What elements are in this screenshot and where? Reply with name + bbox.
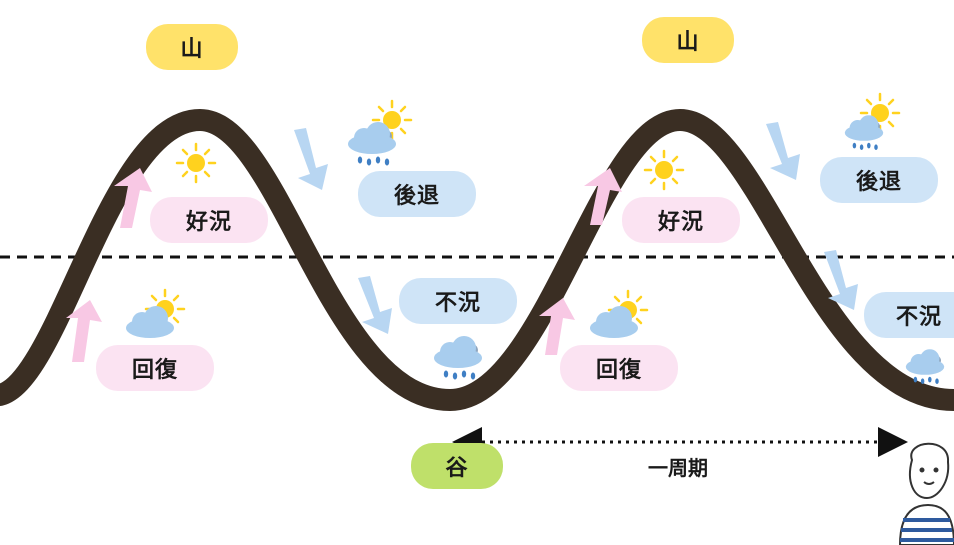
recession-label: 後退 bbox=[358, 171, 476, 217]
person-illustration bbox=[898, 442, 954, 545]
sun-rain-cloud-icon bbox=[844, 92, 901, 150]
cycle-label: 一周期 bbox=[648, 456, 708, 480]
recovery-label: 回復 bbox=[560, 345, 678, 391]
trough-label: 谷 bbox=[411, 443, 503, 489]
sun-rain-cloud-icon bbox=[348, 99, 413, 166]
boom-label: 好況 bbox=[150, 197, 268, 243]
recovery-label: 回復 bbox=[96, 345, 214, 391]
rising-arrow bbox=[66, 168, 622, 362]
recession-label: 後退 bbox=[820, 157, 938, 203]
depression-label: 不況 bbox=[399, 278, 517, 324]
peak-label: 山 bbox=[642, 17, 734, 63]
sun-cloud-icon bbox=[126, 288, 186, 338]
depression-label: 不況 bbox=[864, 292, 954, 338]
cycle-curve bbox=[0, 108, 954, 412]
sun-cloud-icon bbox=[590, 289, 649, 338]
sun-icon bbox=[643, 149, 685, 191]
boom-label: 好況 bbox=[622, 197, 740, 243]
rain-cloud-icon bbox=[434, 336, 482, 380]
sun-icon bbox=[175, 142, 217, 184]
peak-label: 山 bbox=[146, 24, 238, 70]
falling-arrow bbox=[294, 122, 858, 334]
